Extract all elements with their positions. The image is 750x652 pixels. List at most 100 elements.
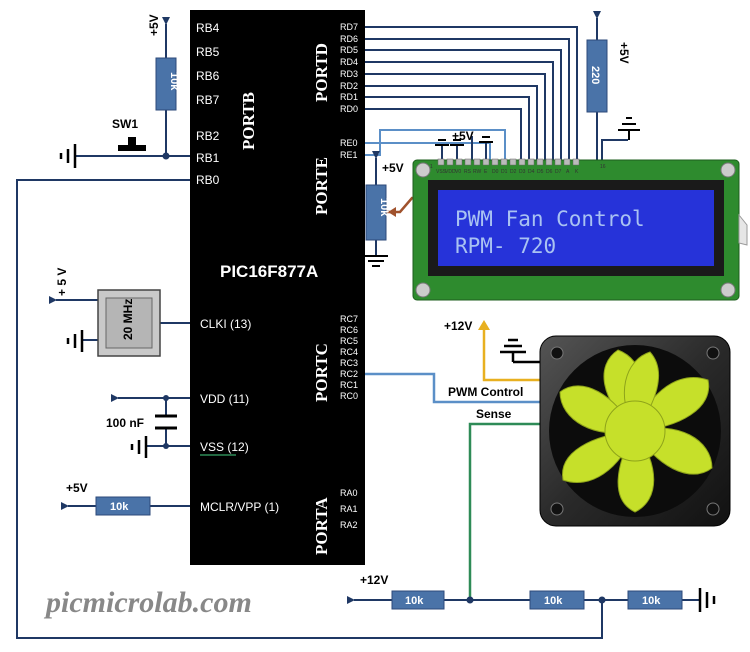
- vcc-wire: [482, 340, 540, 382]
- ground-bottom-icon: [698, 588, 716, 612]
- ground-pot-icon: [364, 255, 388, 267]
- portb-label: PORTB: [239, 92, 258, 150]
- pin-re1: RE1: [340, 150, 358, 160]
- resistor-pullup: 10k: [155, 57, 180, 111]
- pullup-supply: +5V: [147, 14, 170, 40]
- resistor-mclr: 10k: [95, 496, 151, 516]
- resistor-pullup-label: 10k: [168, 72, 180, 91]
- pin-mclr: MCLR/VPP (1): [200, 500, 279, 514]
- svg-text:D6: D6: [546, 169, 553, 175]
- pin-rd6: RD6: [340, 34, 358, 44]
- ground-switch-icon: [59, 144, 77, 168]
- pin-vdd: VDD (11): [200, 392, 249, 406]
- crystal-label: 20 MHz: [121, 299, 135, 340]
- resistor-bottom-2: 10k: [529, 590, 585, 610]
- supply-label-backlight: +5V: [617, 42, 631, 64]
- pin-rd4: RD4: [340, 57, 358, 67]
- lcd-line-1: PWM Fan Control: [455, 207, 645, 231]
- svg-text:D5: D5: [537, 169, 544, 175]
- pin-ra2: RA2: [340, 520, 358, 530]
- svg-text:D1: D1: [501, 169, 508, 175]
- supply-label-bottom: +12V: [360, 573, 388, 587]
- svg-text:D3: D3: [519, 169, 526, 175]
- lcd-pin16-label: 16: [600, 164, 606, 170]
- pin-rc6: RC6: [340, 325, 358, 335]
- pin-rd2: RD2: [340, 81, 358, 91]
- pin-rc1: RC1: [340, 380, 358, 390]
- svg-text:E: E: [484, 169, 488, 175]
- pin-rd5: RD5: [340, 45, 358, 55]
- pwm-wire: [365, 372, 540, 404]
- supply-label-crystal: + 5 V: [55, 268, 69, 296]
- pin-rb4: RB4: [196, 21, 220, 35]
- pin-rc5: RC5: [340, 336, 358, 346]
- chip-name: PIC16F877A: [220, 262, 318, 281]
- crystal: 20 MHz: [97, 289, 161, 357]
- pin-rc3: RC3: [340, 358, 358, 368]
- sense-label: Sense: [476, 407, 512, 421]
- supply-label-pullup: +5V: [147, 14, 161, 36]
- supply-label-fan: +12V: [444, 319, 472, 333]
- lcd-screen: [438, 190, 714, 266]
- svg-text:D0: D0: [492, 169, 499, 175]
- pin-rd7: RD7: [340, 22, 358, 32]
- pin-rc2: RC2: [340, 369, 358, 379]
- svg-text:D4: D4: [528, 169, 535, 175]
- ground-crystal-icon: [66, 330, 84, 352]
- pin-rc0: RC0: [340, 391, 358, 401]
- svg-text:K: K: [575, 169, 579, 175]
- supply-label-lcd: +5V: [452, 129, 474, 143]
- resistor-bottom-3-label: 10k: [642, 595, 661, 607]
- svg-text:VDD: VDD: [445, 169, 456, 175]
- bottom-supply: +12V: [347, 573, 388, 604]
- sense-wire: [468, 422, 540, 600]
- resistor-mclr-label: 10k: [110, 501, 129, 513]
- pin-rb2: RB2: [196, 129, 220, 143]
- potentiometer: +5V 10k: [365, 151, 404, 241]
- pin-rd1: RD1: [340, 92, 358, 102]
- lcd-header-pins: [437, 158, 580, 166]
- svg-text:D2: D2: [510, 169, 517, 175]
- supply-label-pot: +5V: [382, 161, 404, 175]
- pin-rb5: RB5: [196, 45, 220, 59]
- pin-re0: RE0: [340, 138, 358, 148]
- resistor-bottom-1-label: 10k: [405, 595, 424, 607]
- pin-rc4: RC4: [340, 347, 358, 357]
- junctions: [162, 152, 606, 604]
- portc-label: PORTC: [312, 343, 331, 402]
- backlight-supply: +5V: [593, 11, 631, 64]
- porte-label: PORTE: [312, 157, 331, 215]
- lcd-pin1-label: 1: [430, 164, 433, 170]
- pot-label: 10k: [378, 198, 390, 217]
- mclr-supply: +5V: [61, 481, 88, 510]
- wires: [16, 26, 700, 639]
- pin-rd3: RD3: [340, 69, 358, 79]
- ground-vss-icon: [130, 436, 148, 458]
- crystal-supply: + 5 V: [49, 268, 70, 304]
- pin-rb0: RB0: [196, 173, 220, 187]
- pin-clki: CLKI (13): [200, 317, 251, 331]
- capacitor-label: 100 nF: [106, 416, 144, 430]
- watermark: picmicrolab.com: [43, 586, 252, 619]
- resistor-bottom-1: 10k: [391, 590, 445, 610]
- resistor-bottom-3: 10k: [627, 590, 683, 610]
- pin-rb7: RB7: [196, 93, 220, 107]
- svg-text:D7: D7: [555, 169, 562, 175]
- pin-vss: VSS (12): [200, 440, 249, 454]
- svg-text:A: A: [566, 169, 570, 175]
- ground-lcd-icon: [618, 117, 640, 140]
- pin-rc7: RC7: [340, 314, 358, 324]
- resistor-backlight-label: 220: [589, 66, 601, 84]
- pic-chip: PIC16F877A RB4 RB5 RB6 RB7 RB2 RB1 RB0 P…: [190, 10, 365, 565]
- pin-ra1: RA1: [340, 504, 358, 514]
- pin-rd0: RD0: [340, 104, 358, 114]
- pwm-control-label: PWM Control: [448, 385, 523, 399]
- resistor-backlight: 220: [586, 39, 608, 113]
- portd-label: PORTD: [312, 43, 331, 102]
- pin-rb6: RB6: [196, 69, 220, 83]
- pin-ra0: RA0: [340, 488, 358, 498]
- pin-rb1: RB1: [196, 151, 220, 165]
- svg-text:RW: RW: [473, 169, 482, 175]
- fan: [539, 335, 731, 527]
- porta-label: PORTA: [312, 497, 331, 555]
